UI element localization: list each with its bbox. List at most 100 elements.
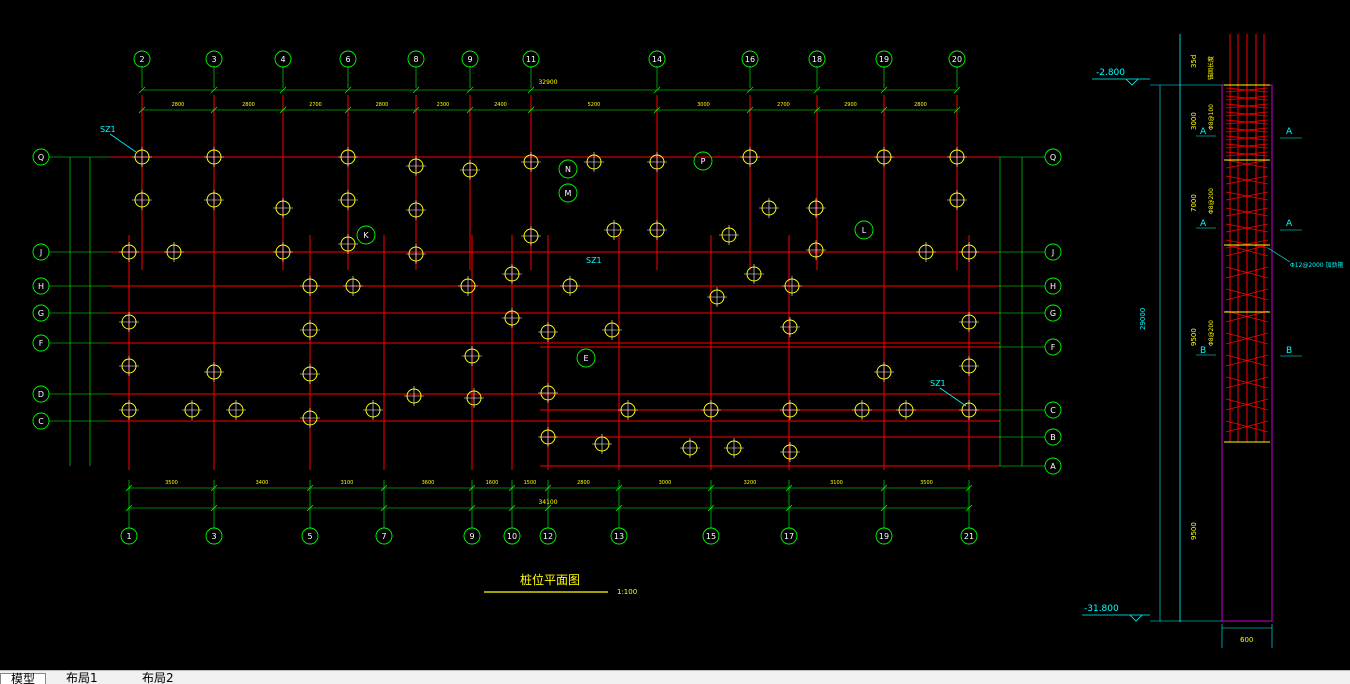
- inner-axis-tag: P: [693, 151, 713, 171]
- bottom-dim-value: 3100: [341, 480, 354, 486]
- svg-text:G: G: [38, 309, 44, 318]
- top-dim-value: 2700: [777, 102, 790, 108]
- svg-text:19: 19: [879, 532, 889, 541]
- svg-text:B: B: [1050, 433, 1056, 442]
- svg-text:A: A: [1050, 462, 1056, 471]
- section-mark: B: [1200, 346, 1206, 356]
- svg-text:D: D: [38, 390, 44, 399]
- right-axis-bubble: H: [1044, 277, 1062, 295]
- svg-text:H: H: [38, 282, 44, 291]
- tab-model[interactable]: 模型: [0, 673, 47, 684]
- stirrup-note: Φ12@2000 加劲箍: [1290, 261, 1344, 269]
- svg-text:20: 20: [952, 55, 962, 64]
- anchor-label: 锚固长度: [1207, 56, 1215, 80]
- bottom-dim-value: 3500: [165, 480, 178, 486]
- bottom-axis-bubble: 1: [120, 527, 138, 545]
- grid-lines: [49, 66, 1045, 528]
- bottom-axis-bubble: 9: [463, 527, 481, 545]
- svg-text:13: 13: [614, 532, 624, 541]
- svg-text:C: C: [38, 417, 44, 426]
- bottom-dim-value: 1500: [524, 480, 537, 486]
- top-axis-bubble: 18: [808, 50, 826, 68]
- layout-tab-bar: 模型 布局1 布局2: [0, 670, 1350, 684]
- svg-text:M: M: [565, 189, 572, 198]
- top-axis-bubble: 19: [875, 50, 893, 68]
- top-axis-bubble: 8: [407, 50, 425, 68]
- bottom-dim-value: 3100: [830, 480, 843, 486]
- svg-text:L: L: [862, 226, 867, 235]
- svg-text:K: K: [363, 231, 369, 240]
- pile-tag: SZ1: [930, 379, 946, 388]
- top-axis-bubble: 2: [133, 50, 151, 68]
- left-axis-bubble: H: [32, 277, 50, 295]
- tab-layout-2[interactable]: 布局2: [142, 671, 174, 684]
- top-axis-bubble: 4: [274, 50, 292, 68]
- svg-text:H: H: [1050, 282, 1056, 291]
- svg-text:F: F: [39, 339, 44, 348]
- left-axis-bubble: G: [32, 304, 50, 322]
- svg-text:21: 21: [964, 532, 974, 541]
- left-axis-bubble: Q: [32, 148, 50, 166]
- svg-text:9: 9: [467, 55, 472, 64]
- svg-text:3: 3: [211, 55, 216, 64]
- left-axis-bubble: J: [32, 243, 50, 261]
- inner-axis-tag: E: [576, 348, 596, 368]
- top-dim-value: 2800: [914, 102, 927, 108]
- svg-text:12: 12: [543, 532, 553, 541]
- top-dim-value: 3000: [697, 102, 710, 108]
- anchor-length: 35d: [1190, 55, 1198, 68]
- right-axis-bubble: A: [1044, 457, 1062, 475]
- bottom-axis-bubble: 3: [205, 527, 223, 545]
- bottom-dim-value: 3400: [256, 480, 269, 486]
- segment-len-1: 3000: [1190, 112, 1198, 130]
- left-axis-bubble: D: [32, 385, 50, 403]
- top-elevation: -2.800: [1096, 68, 1125, 78]
- svg-text:18: 18: [812, 55, 822, 64]
- svg-text:P: P: [701, 157, 706, 166]
- top-dim-value: 2800: [242, 102, 255, 108]
- top-dim-value: 2300: [437, 102, 450, 108]
- bottom-dim-value: 3500: [920, 480, 933, 486]
- svg-text:E: E: [583, 354, 588, 363]
- section-mark: A: [1286, 127, 1293, 137]
- bottom-axis-bubble: 7: [375, 527, 393, 545]
- top-axis-bubble: 16: [741, 50, 759, 68]
- bottom-axis-bubble: 13: [610, 527, 628, 545]
- top-dim-value: 2800: [376, 102, 389, 108]
- top-axis-bubble: 3: [205, 50, 223, 68]
- bottom-dim-value: 1600: [486, 480, 499, 486]
- right-axis-bubble: G: [1044, 304, 1062, 322]
- inner-axis-tag: L: [854, 220, 874, 240]
- svg-text:8: 8: [413, 55, 418, 64]
- tab-layout-1[interactable]: 布局1: [66, 671, 98, 684]
- section-width: 600: [1240, 636, 1253, 644]
- bottom-axis-bubble: 21: [960, 527, 978, 545]
- inner-axis-tag: M: [558, 183, 578, 203]
- drawing-scale: 1:100: [617, 588, 637, 596]
- svg-text:C: C: [1050, 406, 1056, 415]
- svg-text:10: 10: [507, 532, 517, 541]
- bottom-axis-bubble: 15: [702, 527, 720, 545]
- top-axis-bubble: 11: [522, 50, 540, 68]
- section-mark: A: [1200, 127, 1207, 137]
- svg-text:7: 7: [381, 532, 386, 541]
- svg-text:3: 3: [211, 532, 216, 541]
- top-axis-bubble: 14: [648, 50, 666, 68]
- top-dim-value: 2800: [172, 102, 185, 108]
- segment-rebar-1: Φ8@100: [1208, 104, 1215, 130]
- pile-section-detail: -2.800 -31.800 29000 35d 锚固长度 3000 Φ8@10…: [1082, 34, 1344, 648]
- svg-text:F: F: [1051, 343, 1056, 352]
- svg-text:16: 16: [745, 55, 755, 64]
- bottom-dim-value: 3600: [422, 480, 435, 486]
- total-bottom-dim: 34100: [538, 499, 557, 506]
- top-axis-bubble: 9: [461, 50, 479, 68]
- svg-text:Q: Q: [1050, 153, 1056, 162]
- total-top-dim: 32900: [538, 79, 557, 86]
- svg-text:J: J: [39, 248, 42, 257]
- top-dim-value: 2400: [494, 102, 507, 108]
- bottom-axis-bubble: 10: [503, 527, 521, 545]
